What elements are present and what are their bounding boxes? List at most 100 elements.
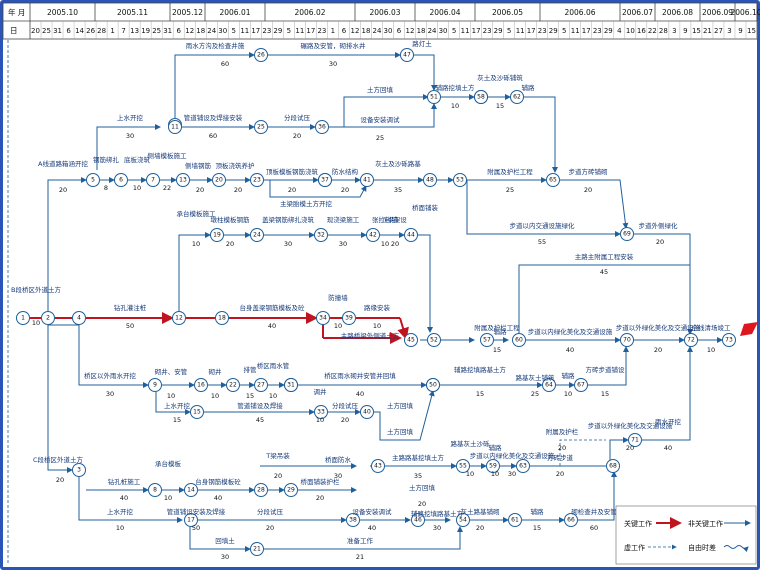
day-tick: 31 [53,27,62,35]
activity-label: 钻孔灌注桩 [114,303,147,312]
activity-label: 顶板模板钢筋浇筑 [266,167,319,176]
node-number: 8 [153,487,157,494]
activity-label: 侧墙钢筋 [185,161,212,170]
event-node: 32 [314,228,328,242]
activity-duration: 10 [373,322,381,330]
activity-label: T梁架设 [382,215,407,224]
activity-label: 桥面铺装 [412,203,439,212]
node-number: 12 [175,315,183,322]
activity-label: 附属及护栏 [546,427,579,436]
legend: 关键工作 非关键工作 虚工作 自由时差 [615,505,757,565]
event-node: 50 [426,378,440,392]
activity-label: 路基灰土沙砾 [451,439,491,448]
event-node: 22 [226,378,240,392]
event-node: 16 [194,378,208,392]
activity-duration: 60 [209,132,217,140]
activity-duration: 10 [133,184,141,192]
event-node: 40 [360,405,374,419]
event-node: 13 [176,173,190,187]
critical-path [30,312,409,344]
event-node: 18 [215,311,229,325]
month-label: 2006.10 [730,8,760,17]
year-month-label: 年 月 [8,7,25,17]
event-node: 15 [190,405,204,419]
activity-duration: 21 [356,553,364,561]
activity-label: 管道铺设及焊接安装 [184,113,243,122]
activity: 调井 10 [314,387,328,424]
activity-label: 调井 [314,387,328,396]
activity-duration: 10 [316,416,324,424]
activity-duration: 30 [376,0,384,2]
activity-duration: 15 [493,346,501,354]
day-tick: 23 [538,27,547,35]
activity-duration: 60 [221,60,229,68]
day-tick: 5 [562,27,566,35]
activity-duration: 10 [192,240,200,248]
day-tick: 11 [295,27,304,35]
day-tick: 17 [527,27,536,35]
node-number: 16 [197,382,205,389]
activity-label: 主路桥梁外侧道土方 [341,331,400,340]
activity-duration: 10 [564,390,572,398]
day-tick: 6 [342,27,347,35]
node-number: 39 [345,315,353,322]
node-number: 42 [369,232,377,239]
event-node: 42 [366,228,380,242]
event-node: 3 [72,463,86,477]
activity-label: 雨水开挖 [655,417,682,426]
node-number: 64 [545,382,553,389]
event-node: 36 [315,120,329,134]
node-number: 60 [515,337,523,344]
finish-flag-icon [740,322,758,336]
day-tick: 15 [692,27,701,35]
day-tick: 29 [494,27,503,35]
node-number: 44 [407,232,415,239]
node-number: 21 [253,546,261,553]
event-node: 11 [168,120,182,134]
activity-duration: 20 [56,476,64,484]
activity-duration: 20 [234,186,242,194]
node-number: 4 [77,315,81,322]
event-node: 37 [318,173,332,187]
day-tick: 7 [121,27,125,35]
event-node: 38 [346,513,360,527]
activity-duration: 10 [491,470,499,478]
activity: 主梁胎模土方开挖 [280,199,333,208]
activity-label: 步道以内绿化美化及交通设施 [528,327,613,336]
activity-label: 防撞墙 [328,293,348,302]
activity-duration: 45 [600,268,608,276]
day-tick: 30 [439,27,448,35]
activity-duration: 20 [476,524,484,532]
node-number: 17 [187,517,195,524]
event-node: 6 [114,173,128,187]
node-number: 65 [549,177,557,184]
node-number: 6 [119,177,123,184]
node-number: 2 [46,315,50,322]
day-tick: 11 [461,27,470,35]
event-node: 17 [184,513,198,527]
activity-duration: 55 [538,238,546,246]
activity-duration: 15 [601,390,609,398]
node-number: 63 [519,463,527,470]
activity-duration: 30 [508,470,516,478]
